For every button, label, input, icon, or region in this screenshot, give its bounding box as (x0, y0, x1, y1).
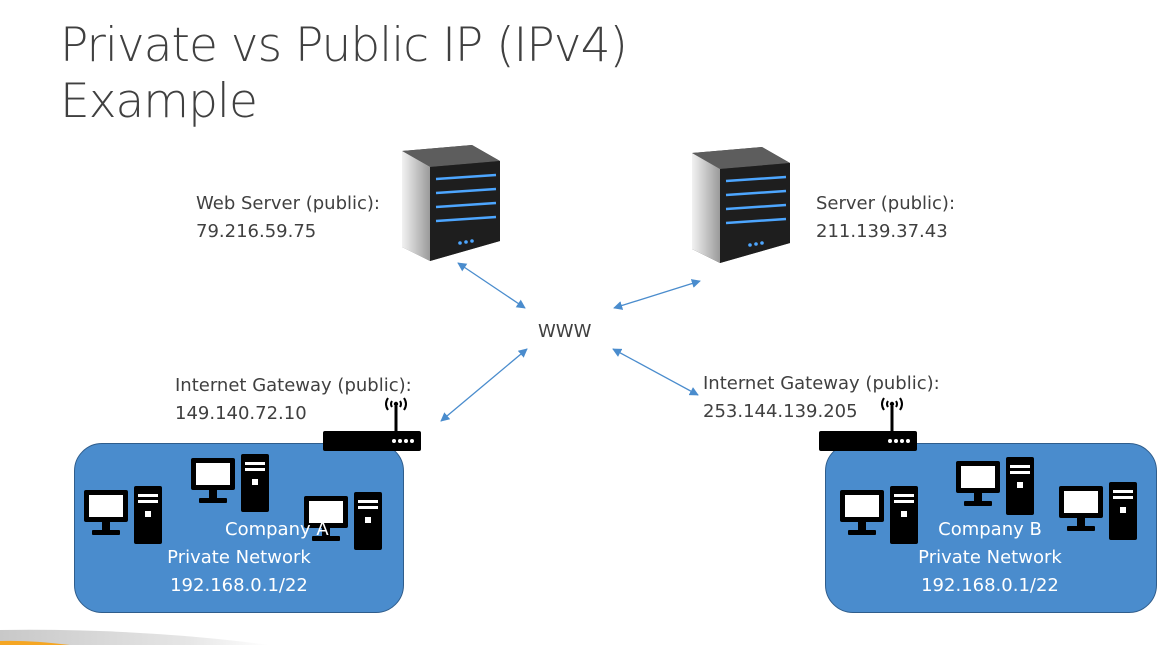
arrow-server-www (613, 279, 701, 310)
company-a-label: Company A Private Network 192.168.0.1/22 (139, 516, 339, 600)
company-a-network-name: Private Network (167, 547, 311, 568)
gateway-a-ip: 149.140.72.10 (175, 403, 307, 424)
slide-title-line-2: Example (60, 74, 258, 129)
slide-title: Private vs Public IP (IPv4) Example (60, 18, 628, 130)
desktop-computer-icon (191, 454, 269, 512)
server-title: Server (public): (816, 193, 956, 214)
slide-title-line-1: Private vs Public IP (IPv4) (60, 18, 628, 73)
server-tower-icon (692, 147, 790, 263)
www-label: WWW (538, 321, 592, 342)
desktop-computer-icon (956, 457, 1034, 515)
desktop-computer-icon (304, 492, 382, 550)
arrow-gateway-b-www (612, 348, 699, 396)
company-b-cidr: 192.168.0.1/22 (921, 575, 1059, 596)
arrow-web-server-www (457, 262, 526, 309)
accent-swoosh (0, 629, 270, 645)
wireless-router-icon (819, 397, 917, 451)
desktop-computer-icon (84, 486, 162, 544)
company-a-network (74, 443, 404, 613)
company-a-name: Company A (225, 519, 329, 540)
gateway-a-label: Internet Gateway (public): 149.140.72.10 (175, 372, 412, 428)
desktop-computer-icon (840, 486, 918, 544)
company-b-network-name: Private Network (918, 547, 1062, 568)
desktop-computer-icon (1059, 482, 1137, 540)
web-server-label: Web Server (public): 79.216.59.75 (196, 190, 380, 246)
gateway-a-title: Internet Gateway (public): (175, 375, 412, 396)
gateway-b-label: Internet Gateway (public): 253.144.139.2… (703, 370, 940, 426)
company-b-name: Company B (938, 519, 1042, 540)
web-server-ip: 79.216.59.75 (196, 221, 317, 242)
company-a-cidr: 192.168.0.1/22 (170, 575, 308, 596)
server-ip: 211.139.37.43 (816, 221, 948, 242)
server-tower-icon (402, 145, 500, 261)
gateway-b-title: Internet Gateway (public): (703, 373, 940, 394)
arrow-gateway-a-www (440, 348, 528, 422)
web-server-title: Web Server (public): (196, 193, 380, 214)
wireless-router-icon (323, 397, 421, 451)
gateway-b-ip: 253.144.139.205 (703, 401, 858, 422)
server-label: Server (public): 211.139.37.43 (816, 190, 955, 246)
company-b-label: Company B Private Network 192.168.0.1/22 (890, 516, 1090, 600)
